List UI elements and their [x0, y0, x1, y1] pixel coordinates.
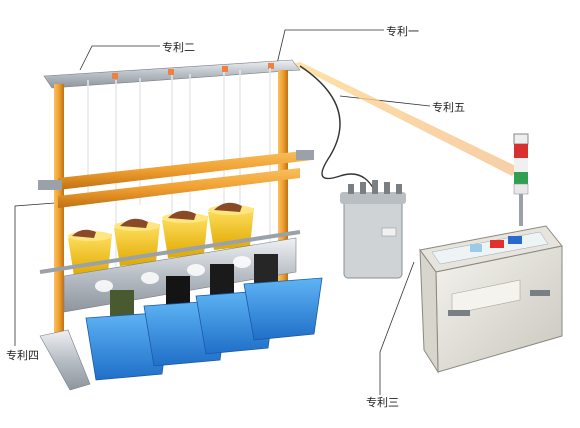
basin-4 — [243, 277, 323, 341]
stand-foot — [39, 329, 91, 391]
label-patent-5: 专利五 — [432, 101, 465, 114]
left-post — [54, 84, 64, 354]
lower-crossbar — [58, 168, 300, 208]
label-patent-3: 专利三 — [366, 396, 399, 409]
rail-badges — [112, 63, 274, 79]
upper-crossbar — [58, 150, 312, 190]
signal-tower — [513, 133, 529, 226]
clamp-left — [38, 180, 62, 190]
label-patent-4: 专利四 — [6, 349, 39, 362]
panel-holes — [95, 256, 251, 292]
signal-beam — [292, 62, 520, 176]
transformer — [340, 180, 406, 279]
clamp-right — [296, 150, 314, 160]
blue-basins — [85, 277, 323, 381]
side-rail — [39, 230, 301, 274]
cable — [299, 65, 381, 207]
control-cabinet — [419, 225, 563, 374]
label-patent-2: 专利二 — [162, 41, 195, 54]
right-post — [278, 70, 288, 300]
label-patent-1: 专利一 — [386, 25, 419, 38]
